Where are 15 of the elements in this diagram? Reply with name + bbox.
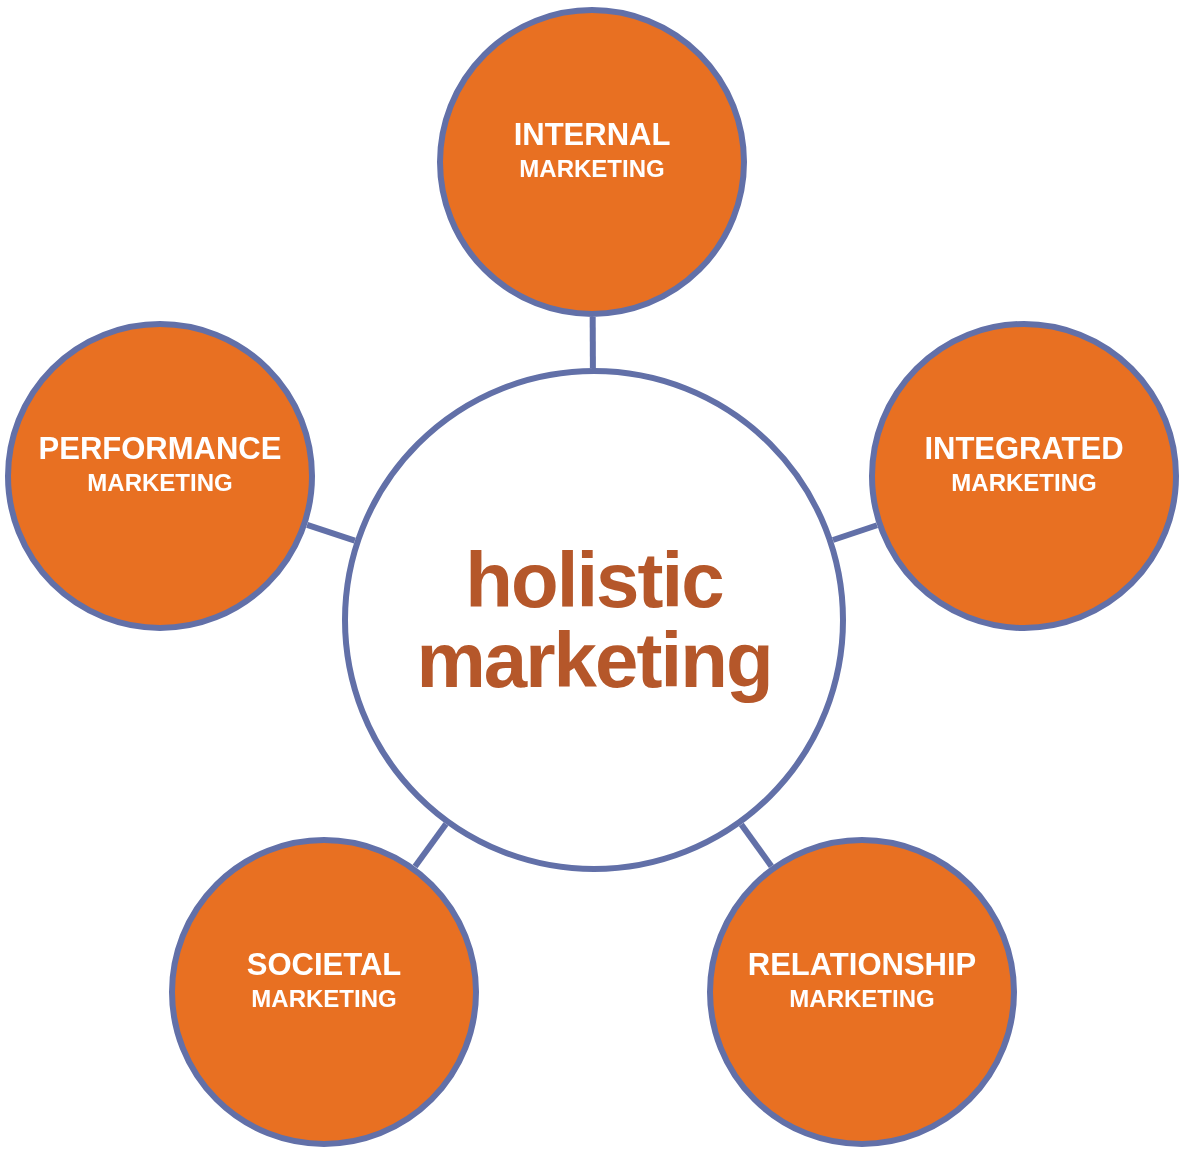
topic-subtitle: MARKETING — [251, 984, 397, 1014]
topic-title: SOCIETAL — [246, 946, 402, 984]
topic-title: PERFORMANCE — [38, 430, 282, 468]
topic-subtitle: MARKETING — [951, 468, 1097, 498]
topic-title: RELATIONSHIP — [747, 946, 977, 984]
topic-title: INTEGRATED — [924, 430, 1124, 468]
topic-title: INTERNAL — [513, 116, 671, 154]
connector-line — [412, 822, 449, 869]
connector-line — [832, 522, 878, 543]
connector-line — [589, 317, 596, 368]
topic-subtitle: MARKETING — [87, 468, 233, 498]
connector-line — [738, 822, 774, 868]
connector-line — [306, 521, 356, 544]
topic-subtitle: MARKETING — [789, 984, 935, 1014]
topic-subtitle: MARKETING — [519, 154, 665, 184]
